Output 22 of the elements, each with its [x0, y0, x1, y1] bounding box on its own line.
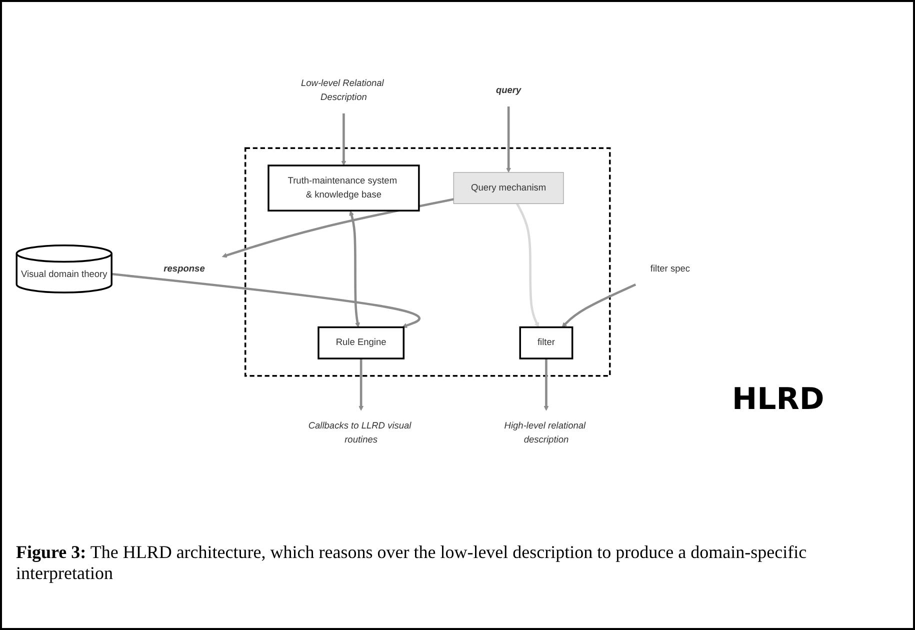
- node-box: Query mechanism: [453, 172, 564, 204]
- arrow: [222, 198, 454, 258]
- node-text: Callbacks to LLRD visual routines: [308, 421, 412, 445]
- arrow: [516, 203, 539, 328]
- node-text: query: [496, 86, 522, 96]
- arrow: [341, 113, 346, 166]
- figure-caption: Figure 3: The HLRD architecture, which reasons over the low-level description to produce a domain-specific interpretation: [16, 542, 808, 584]
- node-text: High-level relational description: [504, 421, 586, 445]
- system-label: HLRD: [732, 382, 824, 417]
- node-text: response: [164, 264, 205, 274]
- node-text: Low-level Relational Description: [300, 78, 384, 102]
- arrow: [506, 106, 512, 173]
- arrow: [544, 358, 549, 411]
- arrow: [111, 272, 420, 328]
- cluster: [244, 147, 611, 377]
- node-box: filter: [519, 326, 574, 360]
- node-box: Rule Engine: [318, 326, 405, 360]
- arrow: [349, 210, 360, 328]
- node-text: filter spec: [650, 264, 690, 274]
- arrow: [358, 358, 364, 411]
- node-box: Truth-maintenance system & knowledge base: [268, 164, 420, 212]
- arrow: [562, 284, 636, 328]
